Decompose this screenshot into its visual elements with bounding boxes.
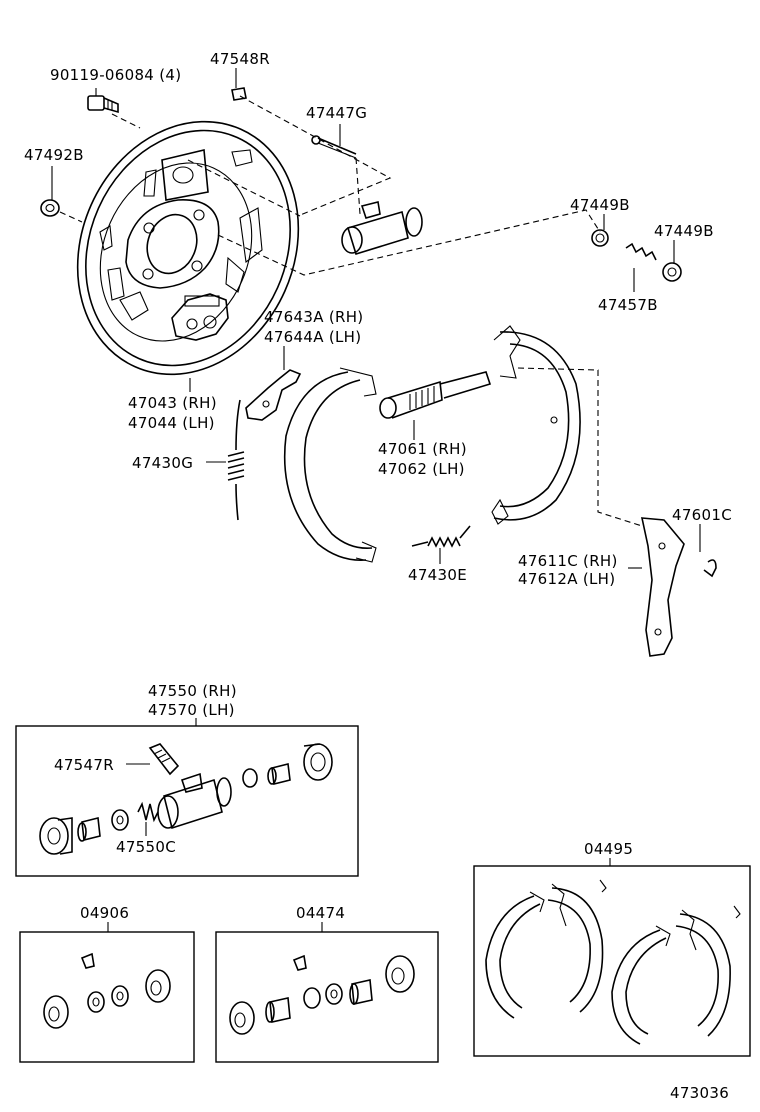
- brake-shoe-left: [283, 367, 377, 563]
- wheel-cylinder-box: [15, 725, 359, 877]
- wheel-cylinder-parts: [39, 743, 333, 855]
- label-kit-a: 04906: [80, 904, 129, 922]
- return-spring-e: [411, 525, 471, 548]
- small-spring: [625, 242, 657, 261]
- label-plug: 47548R: [210, 50, 270, 68]
- return-spring-g: [227, 399, 245, 521]
- label-adjuster-lh: 47062 (LH): [378, 460, 465, 478]
- label-small-spring: 47457B: [598, 296, 658, 314]
- shoe-kit-parts: [485, 879, 741, 1045]
- label-cylinder-rh: 47550 (RH): [148, 682, 237, 700]
- label-shoe-kit: 04495: [584, 840, 633, 858]
- bolt-part: [87, 95, 119, 114]
- label-plate-lh: 47044 (LH): [128, 414, 215, 432]
- kit-04474-parts: [229, 954, 415, 1035]
- plug-part: [231, 87, 247, 101]
- parking-lever: [640, 517, 685, 657]
- clip-part: [703, 559, 717, 578]
- label-spring-e: 47430E: [408, 566, 467, 584]
- kit-box-04906: [19, 931, 195, 1063]
- label-clip: 47601C: [672, 506, 732, 524]
- label-cup-b: 47449B: [654, 222, 714, 240]
- label-spring-g: 47430G: [132, 454, 193, 472]
- label-nut: 47492B: [24, 146, 84, 164]
- label-bleeder: 47547R: [54, 756, 114, 774]
- label-plate-rh: 47043 (RH): [128, 394, 217, 412]
- label-lever-lh: 47644A (LH): [264, 328, 361, 346]
- upper-wheel-cylinder: [341, 201, 423, 255]
- kit-04906-parts: [43, 952, 171, 1029]
- kit-box-04474: [215, 931, 439, 1063]
- shoe-kit-box-04495: [473, 865, 751, 1057]
- cup-part-b: [662, 262, 682, 282]
- label-lever-rh: 47643A (RH): [264, 308, 363, 326]
- label-adjuster-rh: 47061 (RH): [378, 440, 467, 458]
- label-bolt: 90119-06084 (4): [50, 66, 181, 84]
- label-parking-lever-lh: 47612A (LH): [518, 570, 615, 588]
- label-cup-a: 47449B: [570, 196, 630, 214]
- label-cylinder-lh: 47570 (LH): [148, 701, 235, 719]
- pin-part: [311, 135, 357, 159]
- backing-plate: [76, 120, 300, 376]
- cup-part-a: [591, 229, 609, 247]
- strut-lever: [245, 369, 302, 421]
- brake-shoe-right: [491, 325, 581, 525]
- leader-lines: [51, 68, 701, 569]
- label-cylinder-spring: 47550C: [116, 838, 176, 856]
- label-pin: 47447G: [306, 104, 367, 122]
- label-parking-lever-rh: 47611C (RH): [518, 552, 618, 570]
- label-kit-b: 04474: [296, 904, 345, 922]
- nut-part: [40, 199, 60, 217]
- adjuster-assembly: [379, 371, 492, 419]
- label-figure-number: 473036: [670, 1084, 729, 1102]
